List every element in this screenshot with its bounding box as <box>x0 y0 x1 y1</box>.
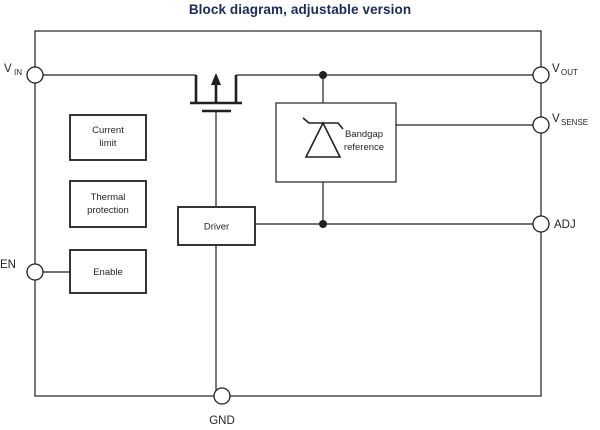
zener-diode-triangle <box>304 121 342 158</box>
terminal-vsense-circle[interactable] <box>532 116 550 134</box>
terminal-vout-circle[interactable] <box>532 66 550 84</box>
terminal-vin-label-base: V <box>4 63 12 75</box>
junction-dot-output-tap <box>319 71 327 79</box>
terminal-en-circle[interactable] <box>26 263 44 281</box>
block-driver-label: Driver <box>204 222 229 233</box>
terminal-vsense-label-sub: SENSE <box>561 118 588 127</box>
figure-title: Block diagram, adjustable version <box>188 2 412 17</box>
terminal-vin-label-sub: IN <box>14 68 22 77</box>
block-current-limit-rect[interactable] <box>69 114 147 161</box>
terminal-vout-label: V OUT <box>552 63 578 77</box>
block-thermal-protection-label-line2: protection <box>87 205 129 216</box>
block-enable-rect[interactable] <box>69 249 147 294</box>
zener-diode-cathode-bar <box>302 117 344 130</box>
block-enable-label: Enable <box>93 267 123 278</box>
block-current-limit-label-line1: Current <box>92 125 124 136</box>
terminal-adj-label: ADJ <box>554 219 576 231</box>
terminal-en-label: EN <box>0 259 16 271</box>
terminal-vout-label-base: V <box>552 63 560 75</box>
terminal-vsense-label: V SENSE <box>552 113 588 127</box>
block-bandgap-rect[interactable] <box>275 102 397 183</box>
terminal-gnd-label: GND <box>209 415 235 427</box>
block-bandgap-label-line2: reference <box>344 142 384 153</box>
block-thermal-protection-label-line1: Thermal <box>91 192 126 203</box>
block-bandgap-label-line1: Bandgap <box>345 129 383 140</box>
pass-transistor-arrow-head <box>211 73 221 85</box>
terminal-vin-circle[interactable] <box>26 66 44 84</box>
device-boundary-rect <box>34 30 542 397</box>
terminal-adj-circle[interactable] <box>532 215 550 233</box>
terminal-vsense-label-base: V <box>552 113 560 125</box>
block-driver-rect[interactable] <box>177 206 256 246</box>
block-thermal-protection-rect[interactable] <box>69 180 147 228</box>
block-current-limit-label-line2: limit <box>100 138 117 149</box>
terminal-gnd-circle[interactable] <box>213 387 231 405</box>
junction-dot-adj-tap <box>319 220 327 228</box>
terminal-vin-label: V IN <box>4 63 22 77</box>
terminal-vout-label-sub: OUT <box>561 68 578 77</box>
